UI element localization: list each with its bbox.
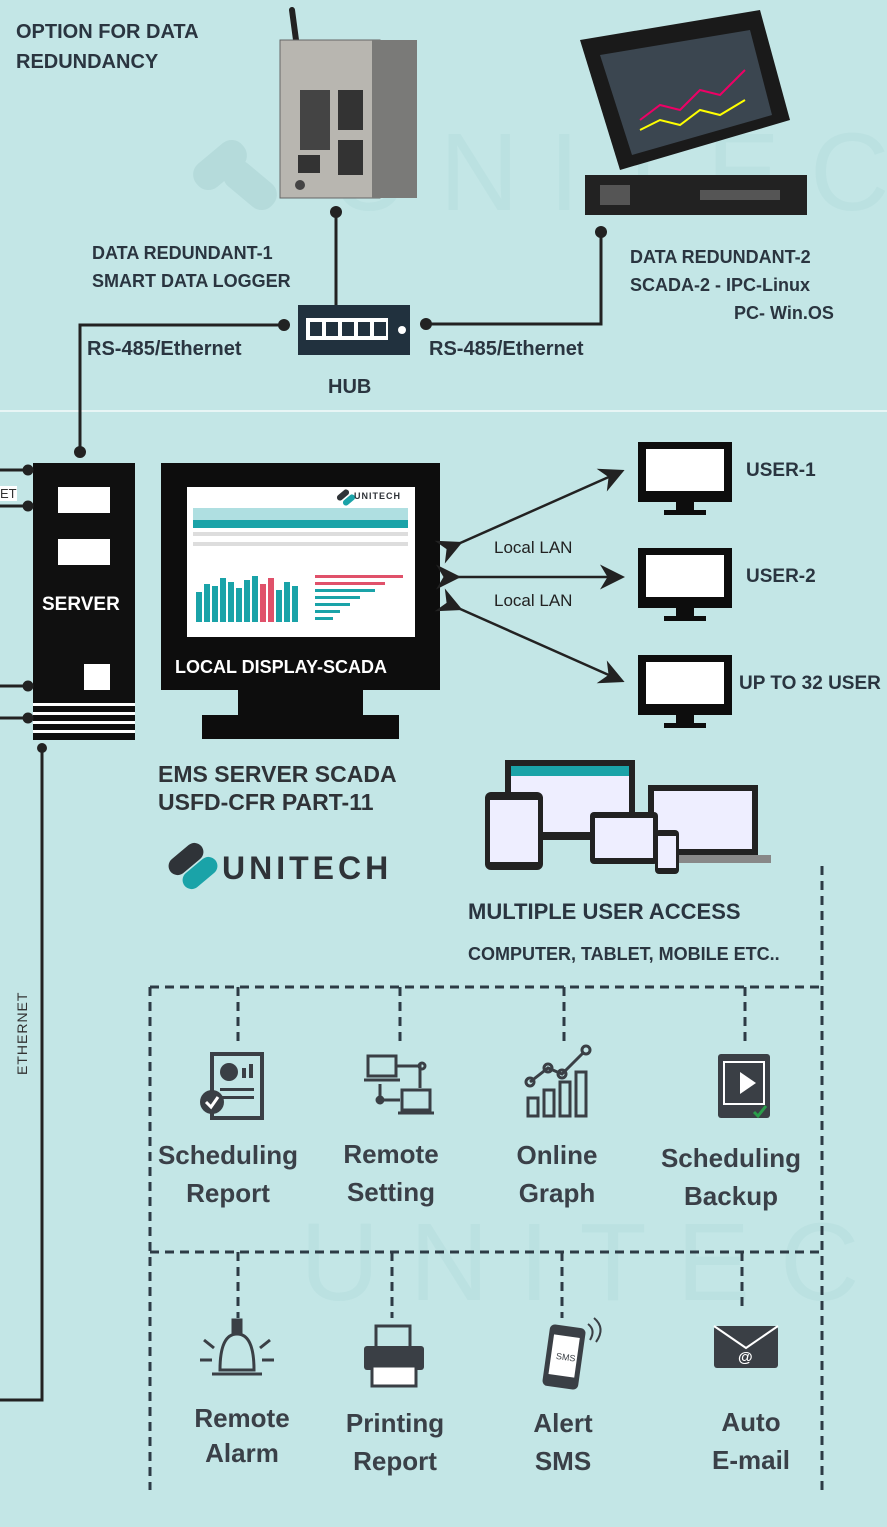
- server-side-label: ET: [0, 486, 17, 501]
- redundant2-line2: SCADA-2 - IPC-Linux: [630, 275, 810, 295]
- server-tower: [33, 463, 135, 740]
- ethernet-label: ETHERNET: [14, 991, 30, 1075]
- mini-dashboard-bar: [252, 576, 258, 622]
- unitech-logo-mark: [168, 842, 218, 890]
- server-label: SERVER: [42, 594, 120, 615]
- lan-label-2: Local LAN: [494, 591, 573, 610]
- redundant1-line1: DATA REDUNDANT-1: [92, 243, 273, 263]
- option-title-line2: REDUNDANCY: [16, 51, 159, 73]
- unitech-logo-text: UNITECH: [222, 850, 393, 886]
- mini-dashboard-bar: [260, 584, 266, 622]
- access-title: MULTIPLE USER ACCESS: [468, 899, 741, 924]
- mini-dashboard-bar: [196, 592, 202, 622]
- feature-remote-setting: Remote Setting: [320, 1135, 462, 1211]
- ethernet-link: [0, 748, 44, 1402]
- feature-label-line1: Online: [516, 1140, 598, 1170]
- feature-label-line1: Auto: [721, 1407, 781, 1437]
- feature-label-line2: Alarm: [205, 1438, 279, 1468]
- local-display-label: LOCAL DISPLAY-SCADA: [175, 657, 388, 677]
- mini-dashboard-bar: [284, 582, 290, 622]
- lan-label-1: Local LAN: [494, 538, 573, 557]
- remote-setting-icon: [364, 1054, 434, 1115]
- svg-text:@: @: [738, 1349, 753, 1366]
- ems-title: EMS SERVER SCADA USFD-CFR PART-11: [158, 760, 397, 816]
- feature-scheduling-backup: Scheduling Backup: [654, 1139, 808, 1215]
- hub-device: [298, 305, 410, 355]
- feature-auto-email: Auto E-mail: [686, 1403, 816, 1479]
- redundant1-label: DATA REDUNDANT-1 SMART DATA LOGGER: [92, 239, 291, 295]
- feature-label-line1: Alert: [533, 1408, 593, 1438]
- local-display-monitor: [161, 463, 440, 739]
- feature-label-line2: Backup: [684, 1181, 778, 1211]
- option-title-line1: OPTION FOR DATA: [16, 21, 199, 43]
- feature-label-line2: SMS: [534, 1446, 592, 1476]
- feature-label-line2: E-mail: [711, 1445, 791, 1475]
- feature-label-line1: Remote: [343, 1139, 439, 1169]
- sms-icon: SMS: [542, 1317, 602, 1390]
- graph-icon: [524, 1044, 592, 1118]
- mini-dashboard-bar: [204, 584, 210, 622]
- mini-dashboard-bar: [220, 578, 226, 622]
- svg-text:SMS: SMS: [555, 1351, 576, 1364]
- ems-line1: EMS SERVER SCADA: [158, 761, 397, 787]
- server-left-links: [0, 464, 34, 724]
- link-left-label: RS-485/Ethernet: [87, 338, 242, 360]
- feature-label-line2: Report: [353, 1446, 437, 1476]
- backup-icon: [718, 1054, 770, 1119]
- option-title: OPTION FOR DATA REDUNDANCY: [16, 17, 199, 77]
- report-icon: [200, 1052, 264, 1120]
- features-frame: [148, 866, 824, 1490]
- access-subtitle: COMPUTER, TABLET, MOBILE ETC..: [468, 944, 780, 964]
- alarm-icon: [200, 1318, 274, 1376]
- feature-label-line1: Scheduling: [660, 1143, 802, 1173]
- display-brand: UNITECH: [354, 491, 401, 501]
- redundant1-line2: SMART DATA LOGGER: [92, 271, 291, 291]
- mini-dashboard-bar: [292, 586, 298, 622]
- display-logo-mark: [336, 489, 356, 506]
- user-2-label: USER-2: [746, 566, 816, 587]
- feature-scheduling-report: Scheduling Report: [152, 1136, 304, 1212]
- panel-pc-device: [580, 10, 807, 215]
- feature-remote-alarm: Remote Alarm: [172, 1401, 312, 1471]
- mini-dashboard-bar: [212, 586, 218, 622]
- ems-line2: USFD-CFR PART-11: [158, 789, 374, 815]
- feature-label-line1: Scheduling: [157, 1140, 299, 1170]
- lan-arrows: [434, 468, 625, 684]
- feature-label-line2: Graph: [518, 1178, 596, 1208]
- user-monitors: [638, 442, 732, 728]
- data-logger-device: [279, 7, 417, 199]
- svg-text:UNITECH: UNITECH: [300, 1201, 887, 1324]
- feature-label-line1: Printing: [345, 1408, 445, 1438]
- mini-dashboard-bar: [236, 588, 242, 622]
- mini-dashboard-bar: [244, 580, 250, 622]
- mini-dashboard-bar: [268, 578, 274, 622]
- redundant2-line1: DATA REDUNDANT-2: [630, 247, 811, 267]
- redundant2-label: DATA REDUNDANT-2 SCADA-2 - IPC-Linux PC-…: [630, 243, 834, 327]
- hub-label: HUB: [328, 376, 372, 398]
- redundant2-line3: PC- Win.OS: [734, 303, 834, 323]
- email-icon: @: [713, 1325, 779, 1368]
- feature-printing-report: Printing Report: [328, 1404, 462, 1480]
- link-right-label: RS-485/Ethernet: [429, 338, 584, 360]
- printer-icon: [364, 1324, 424, 1388]
- feature-alert-sms: Alert SMS: [500, 1404, 626, 1480]
- user-1-label: USER-1: [746, 460, 816, 481]
- feature-online-graph: Online Graph: [490, 1136, 624, 1212]
- feature-label-line2: Setting: [346, 1177, 436, 1207]
- feature-label-line1: Remote: [194, 1403, 290, 1433]
- mini-dashboard-bar: [228, 582, 234, 622]
- user-32-label: UP TO 32 USER: [739, 673, 881, 694]
- multi-device-graphic: [485, 760, 771, 874]
- mini-dashboard-bar: [276, 590, 282, 622]
- feature-label-line2: Report: [186, 1178, 270, 1208]
